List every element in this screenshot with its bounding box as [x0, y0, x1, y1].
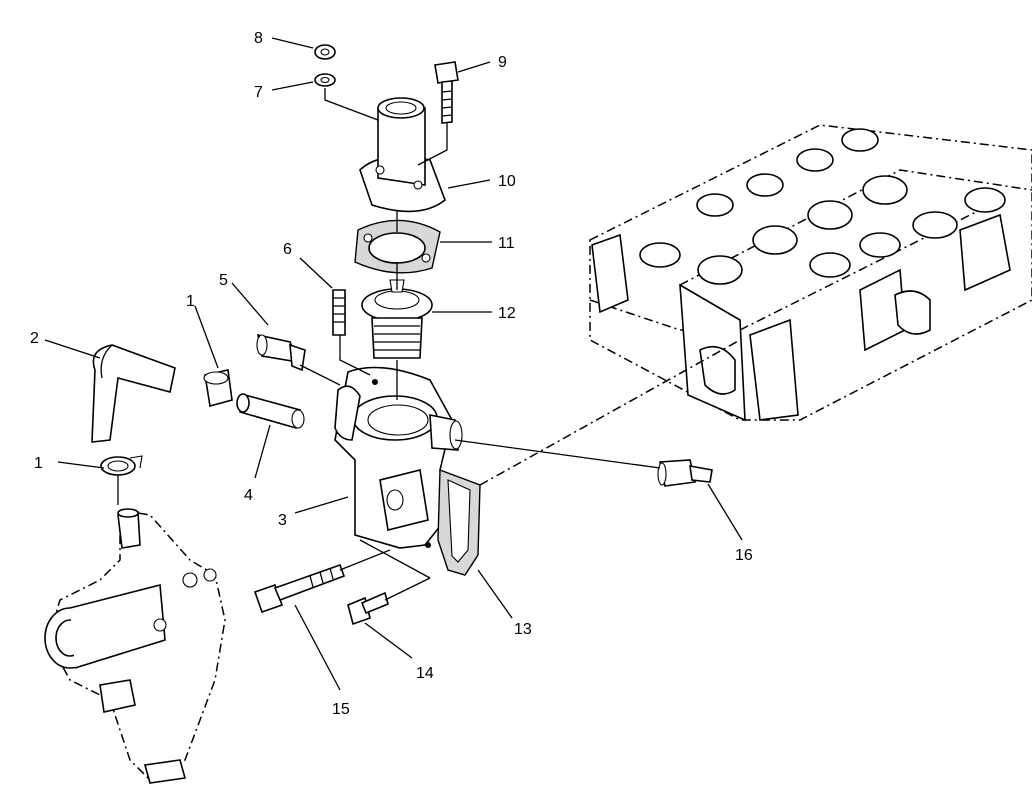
bolt-9: [434, 61, 459, 124]
hose-clamp-upper: [203, 369, 233, 408]
callout-14: 14: [416, 665, 434, 682]
water-outlet-elbow: [359, 97, 446, 213]
thermostat-gasket: [354, 219, 441, 274]
callout-8: 8: [254, 30, 263, 47]
hose-clamp-lower: [100, 455, 143, 476]
bypass-hose: [91, 344, 176, 443]
callout-4: 4: [244, 487, 253, 504]
bolt-14: [347, 591, 389, 626]
bypass-pipe: [236, 393, 305, 430]
callout-12: 12: [498, 305, 516, 322]
callout-6: 6: [283, 241, 292, 258]
washer-7: [314, 73, 336, 87]
thermostat-housing: [334, 366, 463, 549]
nut-8: [314, 44, 336, 60]
callout-11: 11: [498, 235, 515, 252]
callout-5: 5: [219, 272, 228, 289]
engine-cylinder-head: [589, 124, 1032, 422]
thermostat: [361, 279, 433, 359]
temperature-sender: [256, 333, 306, 372]
callout-9: 9: [498, 54, 507, 71]
water-pump-housing: [44, 508, 226, 784]
sensor-stud: [332, 289, 346, 336]
callout-labels: 8 7 9 10 11 12 6 5 1 2 1 4 3 13 14 15 16: [30, 30, 753, 718]
callout-2: 2: [30, 330, 39, 347]
callout-3: 3: [278, 512, 287, 529]
alignment-lines: [117, 88, 741, 601]
callout-13: 13: [514, 621, 532, 638]
callout-15: 15: [332, 701, 350, 718]
temperature-switch: [657, 459, 713, 487]
callout-16: 16: [735, 547, 753, 564]
callout-1-upper: 1: [186, 293, 195, 310]
bolt-15: [253, 563, 346, 614]
callout-10: 10: [498, 173, 516, 190]
leader-lines: [44, 37, 743, 691]
housing-gasket: [437, 469, 481, 576]
callout-1-lower: 1: [34, 455, 43, 472]
callout-7: 7: [254, 84, 263, 101]
